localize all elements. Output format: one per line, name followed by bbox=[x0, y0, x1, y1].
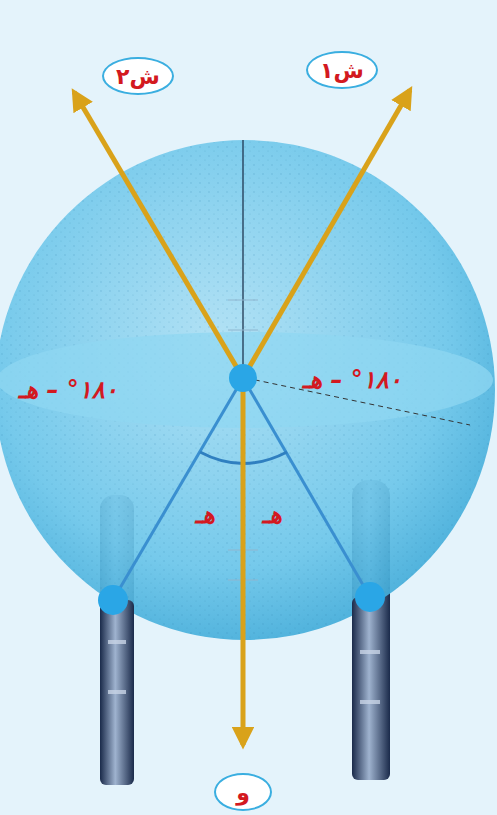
angle-label: ١٨٠° – هـ bbox=[302, 366, 401, 394]
force-label-oval: و bbox=[214, 773, 272, 811]
angle-label: ١٨٠° – هـ bbox=[18, 376, 117, 404]
equator-band bbox=[0, 332, 493, 428]
force-label-oval: ش١ bbox=[306, 51, 378, 89]
angle-label: هـ bbox=[195, 501, 215, 529]
force-symbol: ش١ bbox=[320, 58, 364, 83]
sphere bbox=[0, 140, 495, 640]
force-symbol: ش٢ bbox=[116, 64, 160, 89]
force-label-oval: ش٢ bbox=[102, 57, 174, 95]
angle-label: هـ bbox=[262, 501, 282, 529]
force-symbol: و bbox=[236, 780, 250, 805]
